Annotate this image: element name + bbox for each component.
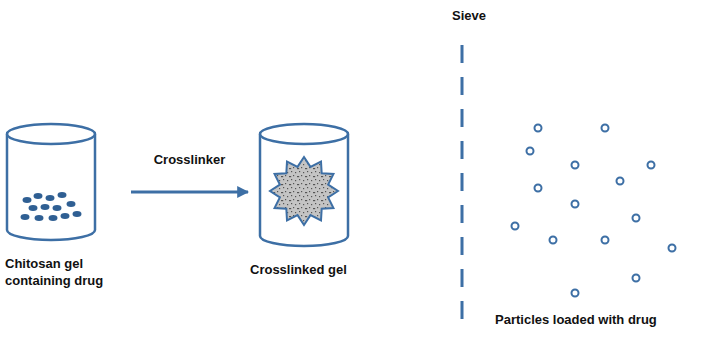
- drug-particle: [535, 185, 542, 192]
- drug-particle: [669, 245, 676, 252]
- drug-dot: [34, 193, 43, 199]
- drug-dot: [73, 211, 82, 217]
- drug-dot: [58, 192, 67, 198]
- beaker-node: Chitosan gel containing drug: [5, 122, 127, 290]
- sieve-label: Sieve: [452, 8, 486, 23]
- drug-particle: [527, 148, 534, 155]
- drug-dot: [35, 215, 44, 221]
- particles-label: Particles loaded with drug: [495, 312, 657, 327]
- drug-dot: [29, 205, 38, 211]
- drug-dot: [46, 195, 55, 201]
- drug-dot: [41, 204, 50, 210]
- drug-particle: [535, 125, 542, 132]
- beaker: [5, 122, 97, 242]
- drug-particle: [633, 215, 640, 222]
- crosslinked-gel: [270, 157, 338, 225]
- beaker-rim: [260, 124, 348, 144]
- drug-particle: [648, 162, 655, 169]
- node-label: Chitosan gel containing drug: [5, 256, 127, 290]
- drug-particle: [512, 223, 519, 230]
- sieve-line: [461, 45, 464, 322]
- drug-particle: [572, 201, 579, 208]
- beaker-node: Crosslinked gel: [250, 122, 362, 279]
- drug-dot: [49, 215, 58, 221]
- particles: [512, 125, 676, 297]
- drug-particle: [572, 290, 579, 297]
- node-label: Crosslinked gel: [250, 262, 362, 279]
- edge-label: Crosslinker: [152, 152, 228, 167]
- drug-dot: [21, 214, 30, 220]
- drug-particle: [633, 275, 640, 282]
- drug-particle: [572, 162, 579, 169]
- drug-dot: [67, 201, 76, 207]
- drug-particle: [602, 125, 609, 132]
- drug-dot: [23, 197, 32, 203]
- drug-particle: [617, 178, 624, 185]
- drug-dot: [61, 213, 70, 219]
- process-arrow: [131, 191, 248, 194]
- beaker-body: [260, 134, 348, 246]
- beaker-rim: [7, 124, 95, 144]
- drug-dot: [53, 205, 62, 211]
- beaker-body: [7, 134, 95, 240]
- beaker: [258, 122, 350, 248]
- drug-particle: [550, 237, 557, 244]
- drug-particle: [602, 237, 609, 244]
